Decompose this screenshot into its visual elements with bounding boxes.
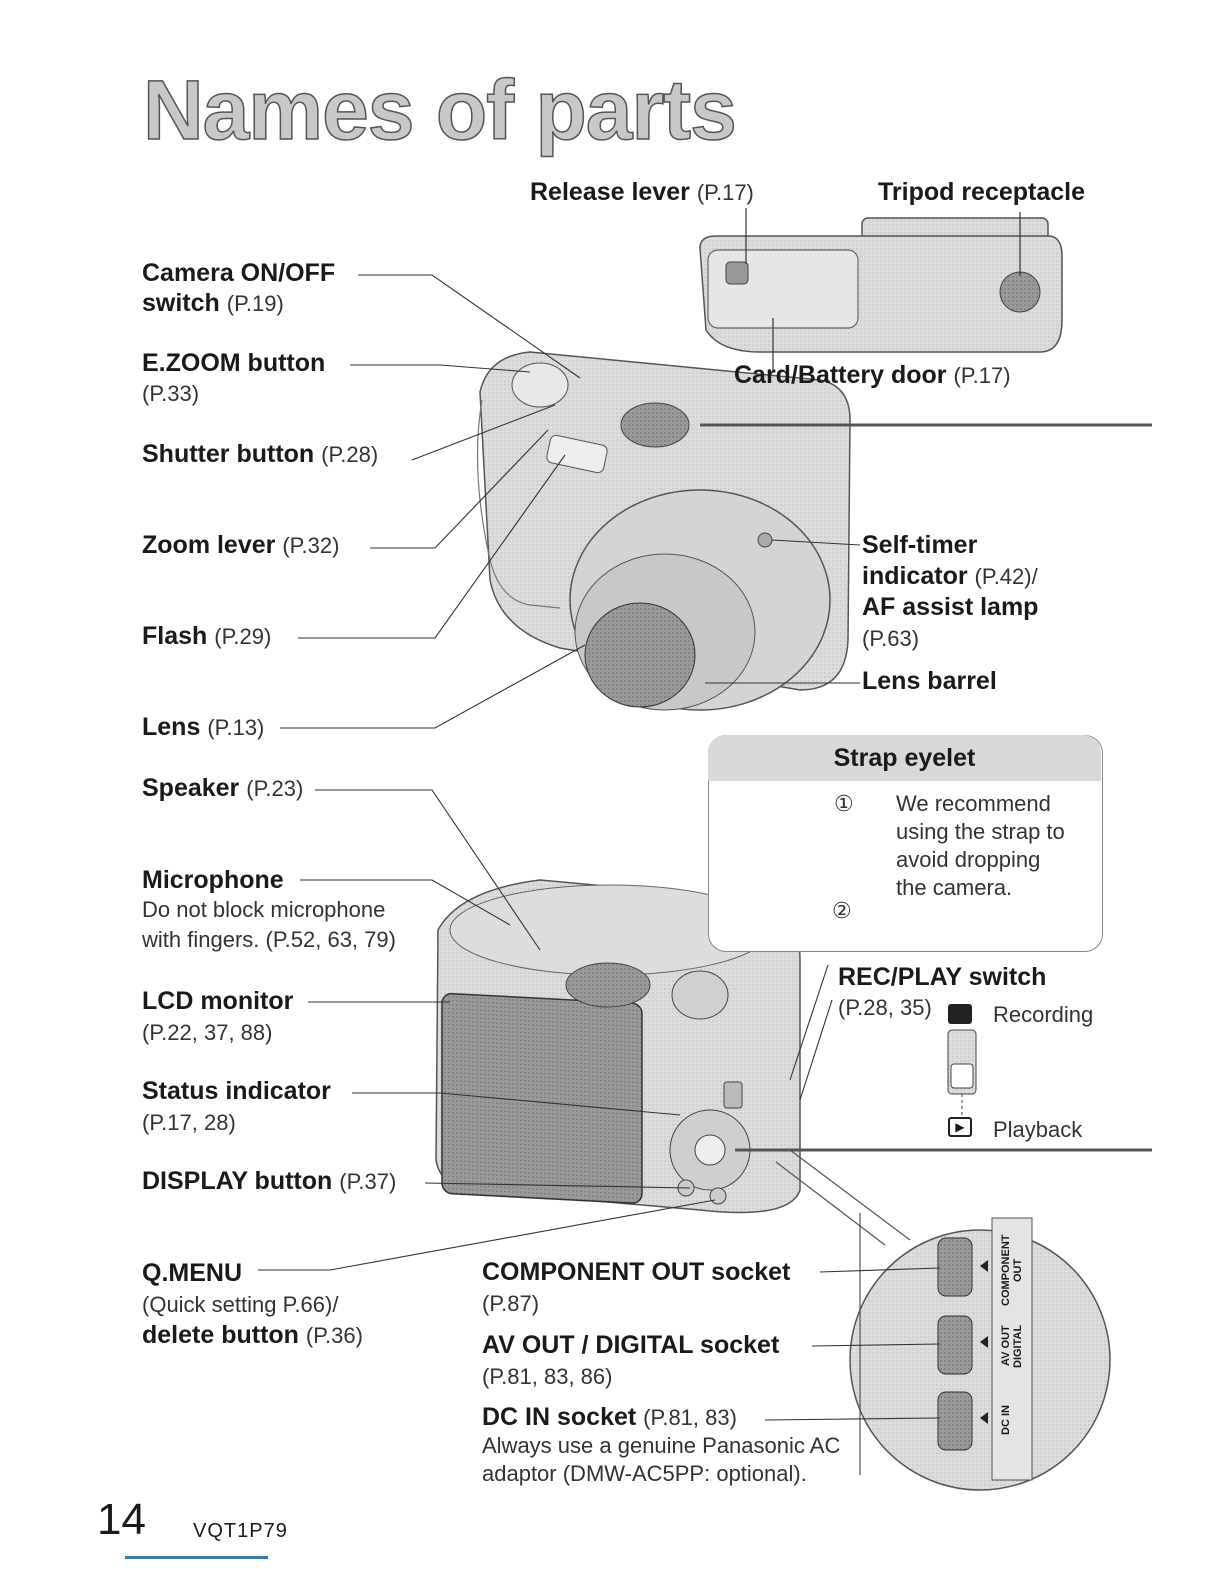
label-speaker: Speaker (P.23) (142, 774, 304, 802)
label-status-indicator: Status indicator (P.17, 28) (142, 1077, 331, 1135)
label-dc-in-socket: DC IN socket (P.81, 83) Always use a gen… (482, 1403, 841, 1486)
camera-front-view (476, 351, 851, 711)
label-lens: Lens (P.13) (142, 713, 265, 741)
leader-lines (258, 274, 941, 1421)
page-title: Names of parts (142, 62, 737, 158)
footer-accent-bar (125, 1556, 268, 1559)
label-qmenu-delete-button: Q.MENU (Quick setting P.66)/ delete butt… (142, 1259, 363, 1349)
label-ezoom-button: E.ZOOM button (P.33) (142, 349, 326, 406)
recording-label: Recording (993, 1002, 1094, 1027)
recording-camera-icon (948, 1004, 972, 1024)
strap-step-1: ① (834, 791, 854, 816)
label-release-lever: Release lever (P.17) (530, 178, 754, 206)
rec-play-switch-graphic (947, 1029, 977, 1116)
label-lens-barrel: Lens barrel (862, 667, 997, 695)
page-number: 14 (97, 1495, 146, 1544)
strap-step-2: ② (832, 898, 852, 923)
strap-eyelet-title: Strap eyelet (708, 735, 1101, 781)
camera-back-view (435, 879, 801, 1214)
strap-eyelet-note: We recommend using the strap to avoid dr… (896, 791, 1065, 900)
document-code: VQT1P79 (193, 1520, 288, 1542)
label-tripod-receptacle: Tripod receptacle (878, 178, 1086, 206)
label-zoom-lever: Zoom lever (P.32) (142, 531, 340, 559)
label-flash: Flash (P.29) (142, 622, 272, 650)
port-label-dc: DC IN (1000, 1405, 1012, 1435)
camera-bottom-view (699, 208, 1063, 370)
port-label-component: COMPONENT OUT (1000, 1234, 1024, 1306)
label-shutter-button: Shutter button (P.28) (142, 440, 379, 468)
playback-icon: ▶ (948, 1117, 972, 1137)
label-microphone: Microphone Do not block microphone with … (142, 866, 396, 952)
label-lcd-monitor: LCD monitor (P.22, 37, 88) (142, 987, 294, 1045)
port-label-av: AV OUT DIGITAL (1000, 1324, 1024, 1368)
label-rec-play-switch: REC/PLAY switch (P.28, 35) (838, 963, 1047, 1020)
sockets-zoom-circle (775, 1149, 1111, 1491)
label-av-out-digital-socket: AV OUT / DIGITAL socket (P.81, 83, 86) (482, 1331, 780, 1389)
playback-label: Playback (993, 1117, 1083, 1142)
label-component-out-socket: COMPONENT OUT socket (P.87) (482, 1258, 791, 1316)
label-display-button: DISPLAY button (P.37) (142, 1167, 397, 1195)
label-self-timer-indicator: Self-timer indicator (P.42)/ AF assist l… (862, 531, 1039, 651)
label-camera-onoff-switch: Camera ON/OFF switch (P.19) (142, 259, 336, 317)
label-card-battery-door: Card/Battery door (P.17) (734, 361, 1011, 389)
